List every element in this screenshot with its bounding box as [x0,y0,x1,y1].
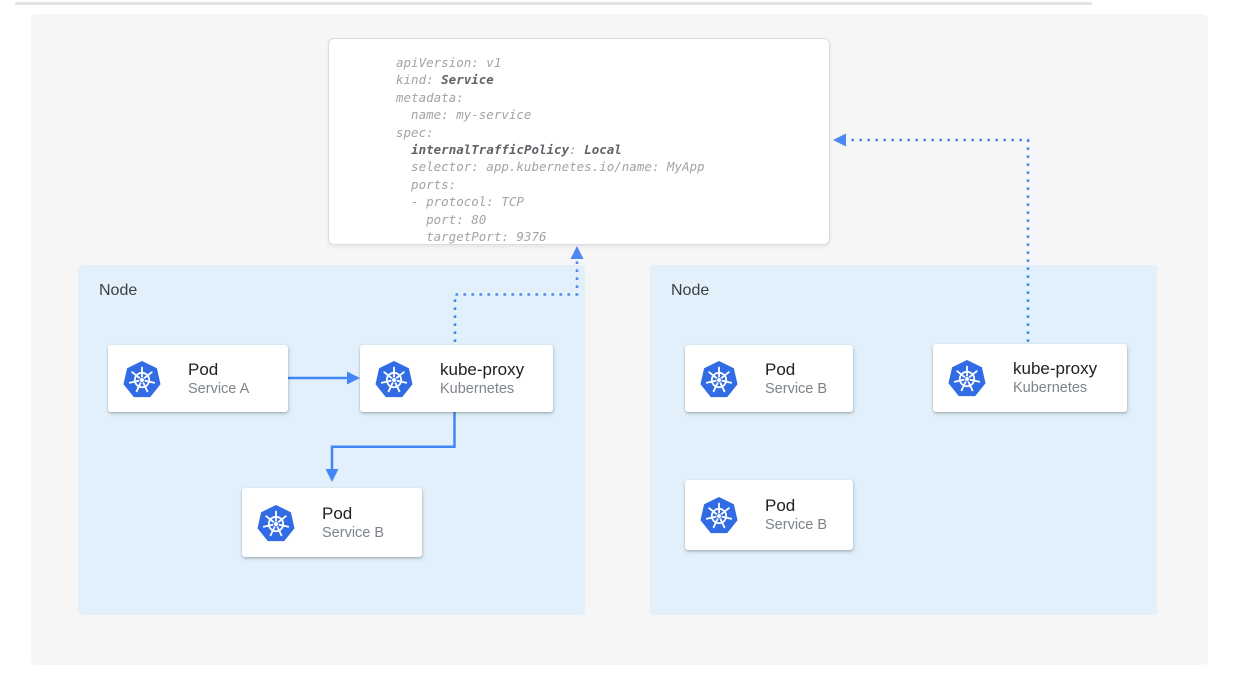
yaml-line-internal-traffic-policy: internalTrafficPolicy: Local [411,142,622,158]
yaml-line: targetPort: 9376 [396,229,547,245]
yaml-line: metadata: [396,89,464,105]
card-subtitle: Service B [765,380,828,397]
yaml-line: ports: [396,176,457,192]
card-subtitle: Service A [188,380,250,397]
yaml-line: kind: Service [396,72,494,88]
node-label: Node [671,282,710,299]
yaml-line: selector: app.kubernetes.io/name: MyApp [396,159,705,175]
card-title: kube-proxy [440,359,525,379]
node-box-left: Node [78,265,585,615]
pod-card-service-a: Pod Service A [108,345,288,412]
card-title: Pod [322,503,353,523]
kubernetes-icon [699,359,739,399]
kubernetes-icon [947,358,987,398]
card-title: kube-proxy [1013,359,1098,378]
pod-card-service-b-right-top: Pod Service B [685,345,853,412]
pod-card-service-b-left: Pod Service B [242,488,422,557]
card-subtitle: Service B [765,517,828,533]
yaml-line: - protocol: TCP [396,194,524,210]
kubernetes-icon [122,359,162,399]
service-yaml-card: apiVersion: v1 kind: Service metadata: n… [328,38,830,245]
node-label: Node [99,282,138,299]
card-subtitle: Kubernetes [440,380,515,397]
card-title: Pod [765,496,796,515]
yaml-line: apiVersion: v1 [396,55,502,70]
card-title: Pod [188,359,219,379]
kube-proxy-card-left: kube-proxy Kubernetes [360,345,553,412]
card-title: Pod [765,359,796,379]
kube-proxy-card-right: kube-proxy Kubernetes [933,344,1127,412]
kubernetes-icon [256,503,296,543]
yaml-line: port: 80 [396,211,487,227]
kubernetes-icon [374,359,414,399]
card-subtitle: Service B [322,524,385,541]
yaml-line: spec: [396,124,434,140]
top-divider [15,2,1092,5]
kubernetes-icon [699,495,739,535]
card-subtitle: Kubernetes [1013,380,1088,396]
node-box-right: Node [650,265,1157,615]
pod-card-service-b-right-bottom: Pod Service B [685,480,853,550]
yaml-line: name: my-service [396,107,532,123]
